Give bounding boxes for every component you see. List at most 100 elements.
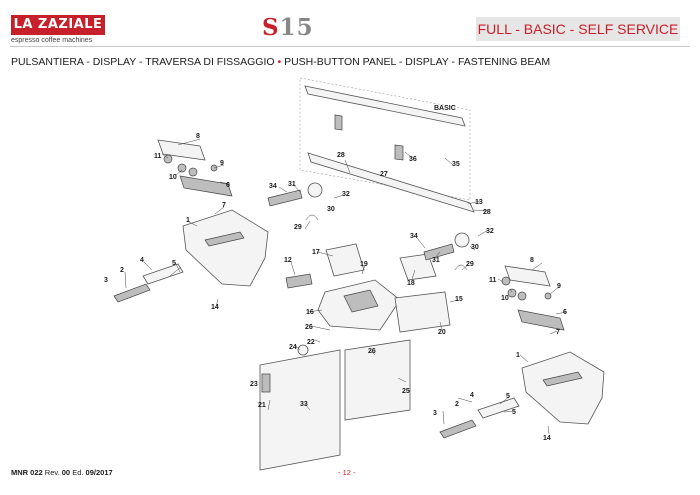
- hinge: [261, 373, 271, 393]
- label-5b: 5: [506, 393, 510, 400]
- brand-logo: LA ZAZIALE: [11, 15, 105, 35]
- display-screen: [343, 289, 379, 313]
- display-panel: [399, 253, 437, 281]
- label-6: 6: [226, 182, 230, 189]
- label-30b: 30: [471, 244, 479, 251]
- label-36: 36: [409, 156, 417, 163]
- label-3b: 3: [433, 410, 437, 417]
- comb-right-b: [477, 397, 520, 419]
- knob-left-c: [188, 167, 198, 177]
- beam-bracket-left: [334, 114, 343, 131]
- label-34b: 34: [410, 233, 418, 240]
- label-2b: 2: [455, 401, 459, 408]
- label-7: 7: [222, 202, 226, 209]
- variant-badge: FULL - BASIC - SELF SERVICE: [476, 17, 680, 41]
- label-23: 23: [250, 381, 258, 388]
- label-35: 35: [452, 161, 460, 168]
- knob-left: [163, 154, 173, 164]
- label-27: 27: [380, 171, 388, 178]
- label-19: 19: [360, 261, 368, 268]
- rev-label: Rev.: [44, 468, 60, 477]
- label-1: 1: [186, 217, 190, 224]
- label-15: 15: [455, 296, 463, 303]
- button-caps-left: [179, 175, 233, 197]
- fastening-beam: [307, 152, 475, 213]
- document-code: MNR 022 Rev. 00 Ed. 09/2017: [11, 468, 113, 477]
- button-caps-right: [517, 309, 565, 331]
- label-18: 18: [407, 280, 415, 287]
- label-10: 10: [169, 174, 177, 181]
- fitting-top: [267, 189, 303, 207]
- label-28b: 28: [483, 209, 491, 216]
- page-number: - 12 -: [338, 468, 356, 477]
- label-22: 22: [307, 339, 315, 346]
- label-2: 2: [120, 267, 124, 274]
- label-32: 32: [342, 191, 350, 198]
- title-italian: PULSANTIERA - DISPLAY - TRAVERSA DI FISS…: [11, 56, 275, 68]
- label-9: 9: [220, 160, 224, 167]
- label-9b: 9: [557, 283, 561, 290]
- clip-top: [305, 214, 319, 221]
- button-strip-right: [504, 265, 551, 287]
- button-strip-left: [157, 139, 206, 161]
- label-29: 29: [294, 224, 302, 231]
- front-panel-left: [259, 349, 341, 471]
- label-10b: 10: [501, 295, 509, 302]
- label-1b: 1: [516, 352, 520, 359]
- label-30: 30: [327, 206, 335, 213]
- label-7b: 7: [556, 329, 560, 336]
- header-divider: [10, 46, 690, 47]
- knob-right: [501, 276, 511, 286]
- side-panel-right-slot: [542, 371, 583, 387]
- label-3: 3: [104, 277, 108, 284]
- label-28: 28: [337, 152, 345, 159]
- doc-code: MNR 022: [11, 468, 43, 477]
- label-5c: 5: [512, 409, 516, 416]
- label-13: 13: [475, 199, 483, 206]
- label-8: 8: [196, 133, 200, 140]
- side-panel-right: [521, 351, 605, 425]
- label-21: 21: [258, 402, 266, 409]
- title-english: PUSH-BUTTON PANEL - DISPLAY - FASTENING …: [284, 56, 551, 68]
- label-31b: 31: [432, 257, 440, 264]
- comb-right-a: [439, 419, 477, 439]
- label-12: 12: [284, 257, 292, 264]
- label-4: 4: [140, 257, 144, 264]
- label-24: 24: [289, 344, 297, 351]
- label-29b: 29: [466, 261, 474, 268]
- o-ring: [297, 344, 309, 356]
- basic-label: BASIC: [434, 105, 456, 112]
- valve-top: [307, 182, 323, 198]
- label-4b: 4: [470, 392, 474, 399]
- label-26: 26: [305, 324, 313, 331]
- fitting-mid: [423, 243, 455, 261]
- knob-left-b: [177, 163, 187, 173]
- valve-mid: [454, 232, 470, 248]
- label-5: 5: [172, 260, 176, 267]
- comb-left-b: [142, 263, 184, 285]
- label-16: 16: [306, 309, 314, 316]
- label-17: 17: [312, 249, 320, 256]
- label-32b: 32: [486, 228, 494, 235]
- label-31: 31: [288, 181, 296, 188]
- comb-left-a: [113, 283, 151, 303]
- rev-number: 00: [61, 468, 71, 477]
- label-20: 20: [438, 329, 446, 336]
- label-25: 25: [402, 388, 410, 395]
- display-glass: [325, 243, 365, 277]
- model-number: 15: [279, 14, 314, 41]
- edition-date: 09/2017: [85, 468, 113, 477]
- label-26b: 26: [368, 348, 376, 355]
- label-34: 34: [269, 183, 277, 190]
- label-14: 14: [211, 304, 219, 311]
- knob-right-b: [507, 288, 517, 298]
- fastening-beam-basic: [304, 85, 466, 127]
- clip-mid: [454, 264, 468, 271]
- knob-right-c: [517, 291, 527, 301]
- side-panel-left-slot: [204, 231, 245, 247]
- model-letter: S: [262, 14, 280, 41]
- keypad-small: [285, 273, 313, 289]
- model-name: S15: [262, 14, 314, 41]
- title-separator-dot: •: [277, 56, 282, 68]
